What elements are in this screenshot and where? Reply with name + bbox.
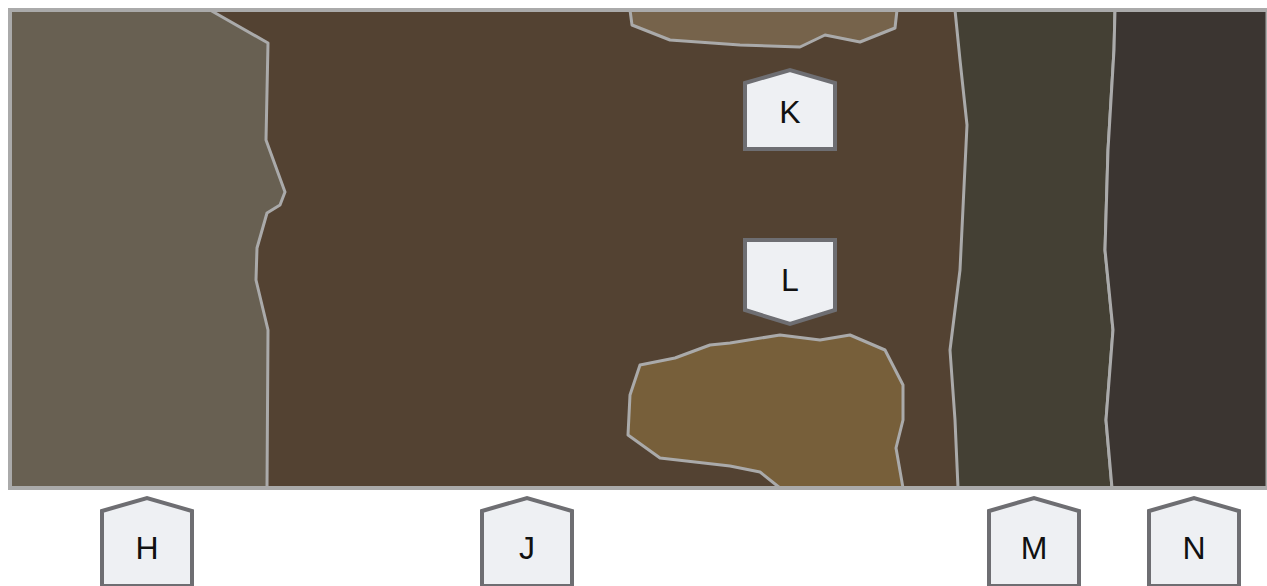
callout-tag bbox=[102, 498, 192, 586]
layer-h bbox=[10, 10, 285, 488]
lens-k bbox=[630, 10, 897, 47]
layer-n bbox=[1105, 10, 1267, 488]
callout-letter: K bbox=[779, 96, 800, 128]
callout-tag bbox=[745, 70, 835, 149]
lens-l bbox=[628, 335, 903, 488]
callout-letter: J bbox=[519, 532, 535, 564]
callout-tag bbox=[989, 498, 1079, 586]
callout-letter: M bbox=[1021, 532, 1048, 564]
layer-m bbox=[950, 10, 1115, 488]
callout-letter: L bbox=[781, 264, 799, 296]
callout-tag bbox=[482, 498, 572, 586]
layer-j bbox=[10, 10, 1267, 488]
frame bbox=[10, 10, 1267, 488]
callout-tag bbox=[1149, 498, 1239, 586]
callout-letter: N bbox=[1182, 532, 1205, 564]
callout-tag bbox=[745, 240, 835, 324]
callout-letter: H bbox=[135, 532, 158, 564]
